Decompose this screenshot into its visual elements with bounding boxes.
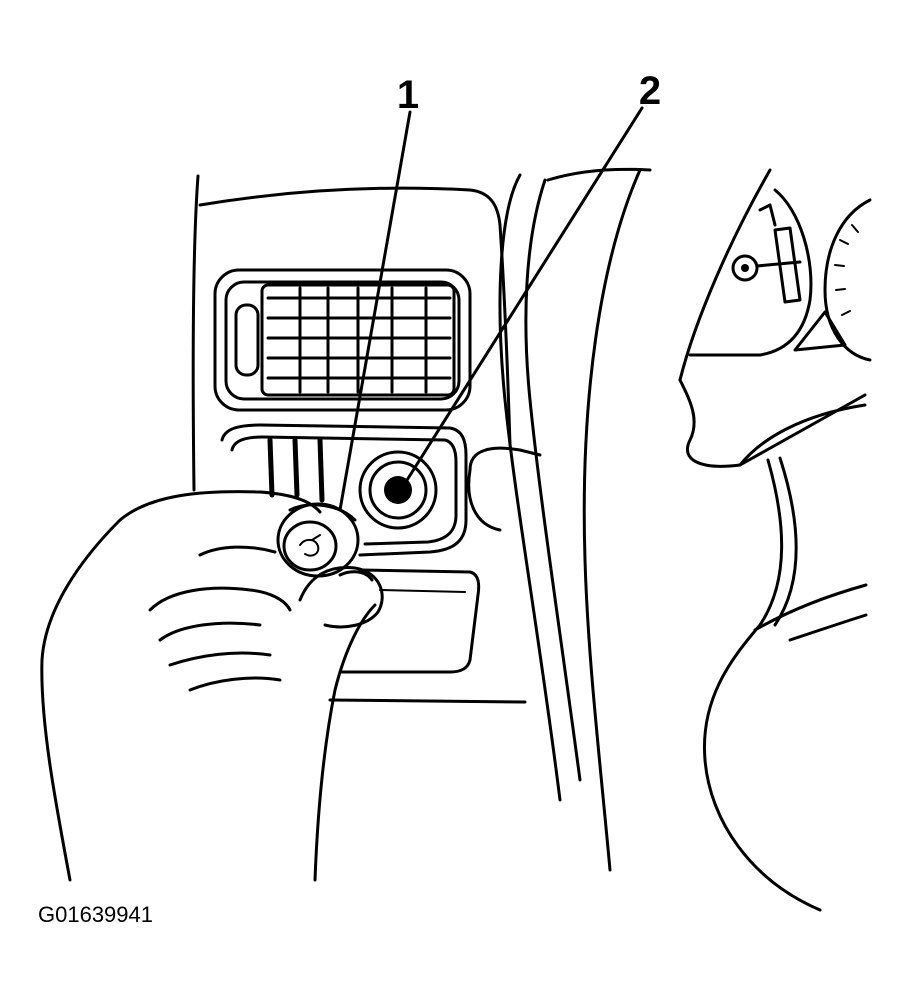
- lighter-socket: [358, 450, 438, 530]
- callout-2: 2: [639, 69, 661, 113]
- lighter-knob: [276, 502, 360, 578]
- figure-id: G01639941: [38, 902, 153, 927]
- leader-lines: [338, 106, 644, 512]
- lower-tray: [338, 568, 481, 674]
- air-vent: [213, 268, 472, 412]
- lower-bezel: [220, 423, 468, 557]
- instrument-cluster: [678, 168, 872, 912]
- callout-1: 1: [397, 73, 419, 117]
- steering-column: [467, 167, 652, 872]
- leader-line-2: [400, 106, 644, 490]
- hand: [40, 490, 384, 882]
- leader-line-1: [338, 110, 412, 512]
